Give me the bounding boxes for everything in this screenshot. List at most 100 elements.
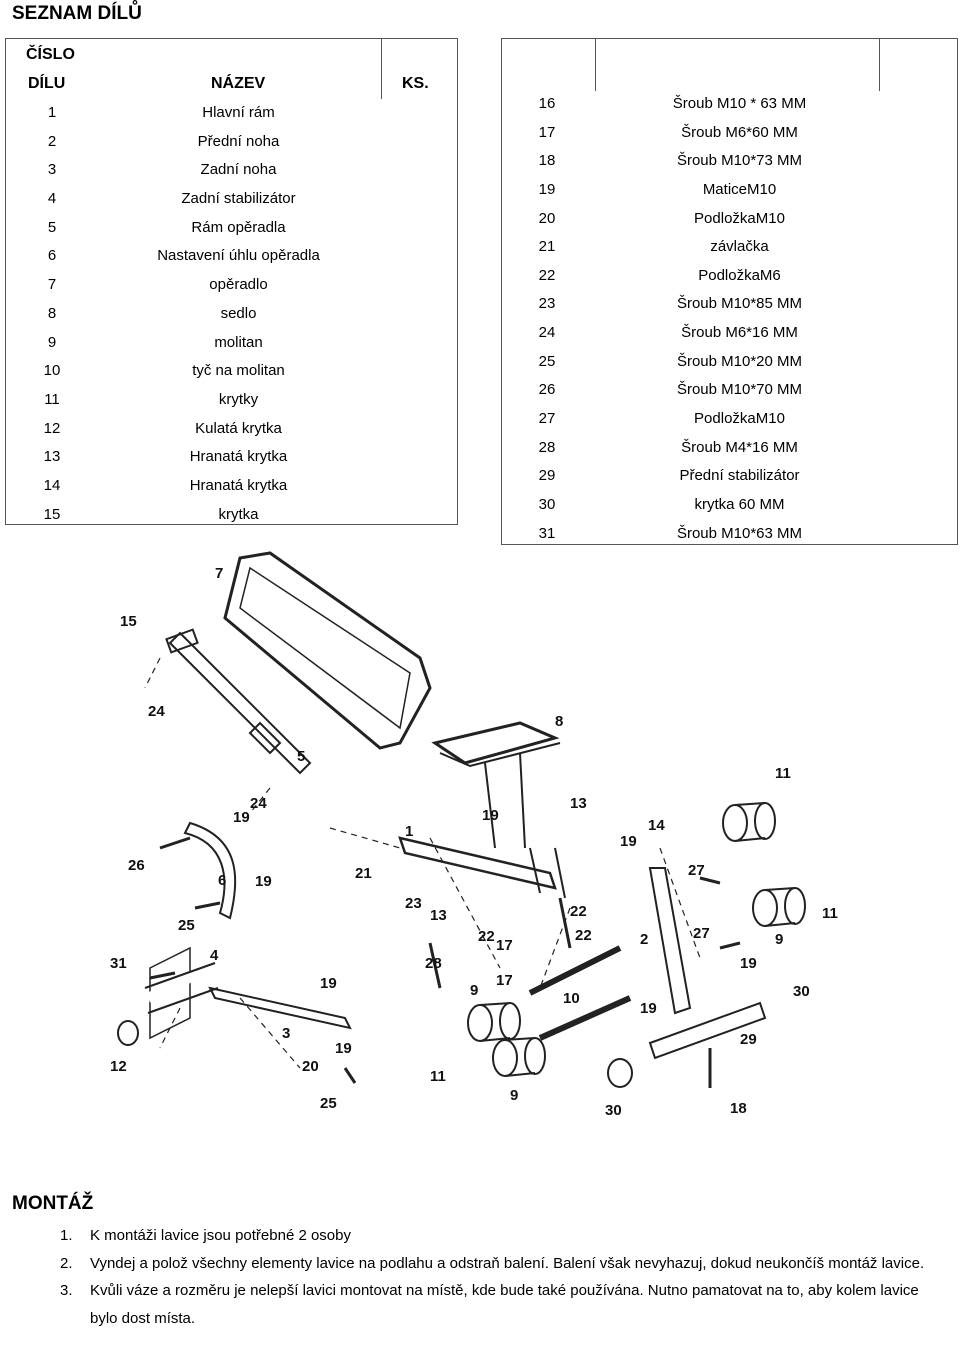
- header-dilu: DÍLU: [28, 75, 66, 92]
- header-cislo: ČÍSLO: [26, 46, 75, 63]
- part-callout: 22: [575, 927, 592, 944]
- part-callout: 28: [425, 955, 442, 972]
- table-divider: [381, 39, 382, 99]
- part-callout: 20: [302, 1058, 319, 1075]
- part-callout: 3: [282, 1025, 290, 1042]
- part-number: 6: [47, 247, 57, 265]
- part-number: 13: [43, 448, 61, 466]
- part-number: 21: [538, 238, 556, 256]
- part-name: Šroub M10 * 63 MM: [672, 95, 807, 112]
- part-callout: 13: [430, 907, 447, 924]
- step-text: K montáži lavice jsou potřebné 2 osoby: [90, 1227, 351, 1244]
- part-number: 7: [47, 276, 57, 294]
- part-callout: 27: [693, 925, 710, 942]
- assembly-steps: 1. K montáži lavice jsou potřebné 2 osoby…: [60, 1222, 940, 1332]
- assembly-step: 3. Kvůli váze a rozměru je nelepší lavici…: [60, 1277, 940, 1332]
- part-callout: 11: [822, 905, 838, 922]
- part-name: Nastavení úhlu opěradla: [157, 247, 320, 265]
- part-callout: 1: [405, 823, 413, 840]
- part-name: Zadní noha: [200, 161, 277, 179]
- part-callout: 30: [793, 983, 810, 1000]
- part-callout: 12: [110, 1058, 127, 1075]
- part-callout: 19: [255, 873, 272, 890]
- part-callout: 7: [215, 565, 223, 582]
- part-callout: 13: [570, 795, 587, 812]
- part-name: Přední noha: [197, 132, 280, 150]
- part-number: 9: [47, 333, 57, 351]
- part-callout: 19: [335, 1040, 352, 1057]
- part-name: Šroub M10*85 MM: [676, 295, 803, 313]
- part-name: opěradlo: [209, 276, 268, 294]
- step-number: 1.: [60, 1227, 73, 1244]
- part-number: 22: [538, 266, 556, 284]
- part-name: PodložkaM10: [694, 410, 785, 428]
- part-callout: 19: [640, 1000, 657, 1017]
- part-name: Přední stabilizátor: [679, 467, 800, 485]
- part-callout: 22: [478, 928, 495, 945]
- step-text: Vyndej a polož všechny elementy lavice n…: [90, 1254, 925, 1272]
- part-callout: 27: [688, 862, 705, 879]
- part-callout: 19: [740, 955, 757, 972]
- part-name: krytka: [218, 505, 259, 523]
- part-callout: 18: [730, 1100, 747, 1117]
- part-name: sedlo: [220, 304, 257, 322]
- part-callout: 2: [640, 931, 648, 948]
- part-number: 18: [538, 152, 556, 170]
- table-row: 7 opěradlo: [6, 272, 457, 301]
- part-callout: 23: [405, 895, 422, 912]
- part-name: tyč na molitan: [192, 362, 285, 380]
- part-callout: 19: [620, 833, 637, 850]
- part-number: 16: [538, 95, 556, 112]
- part-callout: 21: [355, 865, 372, 882]
- assembly-step: 1. K montáži lavice jsou potřebné 2 osoby: [60, 1222, 940, 1250]
- part-name: Šroub M6*16 MM: [681, 324, 798, 342]
- part-callout: 11: [430, 1068, 446, 1085]
- part-number: 4: [47, 190, 57, 208]
- part-callout: 9: [510, 1087, 518, 1104]
- part-number: 1: [47, 104, 57, 121]
- part-callout: 9: [775, 931, 783, 948]
- table-row: 22 PodložkaM6: [502, 263, 957, 292]
- part-callout: 22: [570, 903, 587, 920]
- table-divider: [595, 39, 596, 91]
- part-callout: 19: [482, 807, 499, 824]
- part-number: 11: [44, 390, 60, 408]
- table-row: 16 Šroub M10 * 63 MM: [502, 91, 957, 120]
- part-number: 5: [47, 218, 57, 236]
- header-ks: KS.: [402, 75, 429, 92]
- step-number: 3.: [60, 1282, 73, 1299]
- part-callout: 25: [178, 917, 195, 934]
- part-callout: 25: [320, 1095, 337, 1112]
- assembly-step: 2.Vyndej a polož všechny elementy lavice…: [60, 1250, 940, 1278]
- part-number: 28: [538, 438, 556, 456]
- part-name: PodložkaM6: [698, 266, 781, 284]
- part-name: MaticeM10: [702, 180, 777, 198]
- assembly-title: MONTÁŽ: [12, 1193, 94, 1214]
- part-number: 2: [47, 132, 57, 150]
- page-title: SEZNAM DÍLŮ: [12, 3, 142, 24]
- header-nazev: NÁZEV: [211, 75, 266, 92]
- step-text: Kvůli váze a rozměru je nelepší lavici m…: [90, 1282, 919, 1327]
- part-name: Šroub M10*63 MM: [676, 524, 803, 542]
- part-number: 20: [538, 209, 556, 227]
- part-name: Šroub M10*20 MM: [676, 352, 803, 370]
- part-name: Hlavní rám: [202, 104, 275, 121]
- part-callout: 9: [470, 982, 478, 999]
